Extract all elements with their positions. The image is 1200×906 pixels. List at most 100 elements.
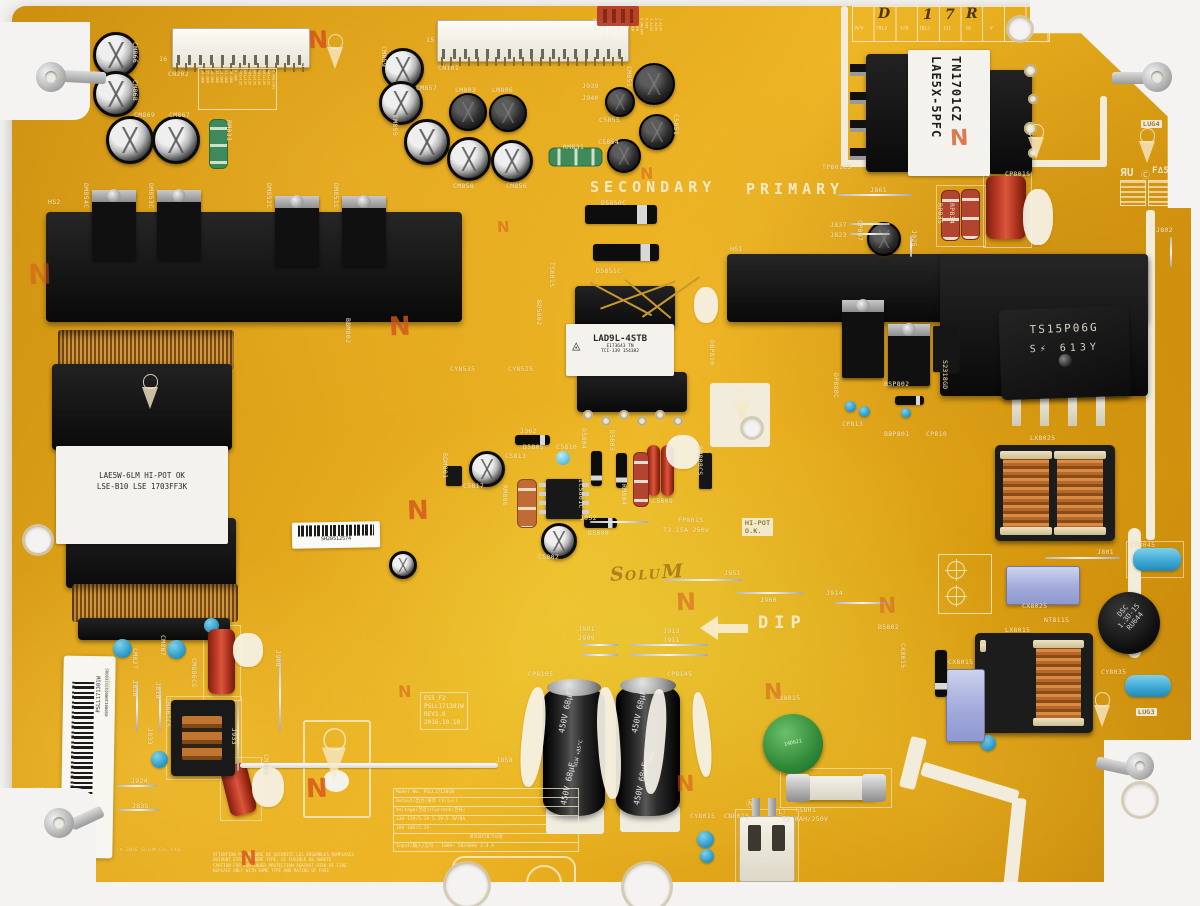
silkscreen-label: LX8015 bbox=[1005, 626, 1031, 634]
connector-pins bbox=[177, 55, 305, 65]
component bbox=[136, 681, 138, 731]
n-ink-stamp: N bbox=[388, 311, 412, 343]
connector-slot bbox=[772, 825, 785, 851]
component bbox=[541, 523, 577, 559]
capacitor-vent bbox=[620, 677, 676, 694]
bridge-part-number: TS15P06G bbox=[1029, 320, 1099, 337]
transformer-label: ◬ LAD9L-4STB E173643 TN TCI-139 154382 bbox=[566, 324, 674, 376]
component bbox=[933, 326, 959, 372]
logo-letters: OLU bbox=[624, 567, 663, 585]
transformer-label-line2: LSE-B10 LSE 1703FF3K bbox=[96, 482, 188, 491]
silkscreen-label: HS1 bbox=[730, 245, 743, 253]
table-row: 세이프티표기사항 bbox=[393, 834, 579, 843]
transformer-base bbox=[78, 618, 230, 640]
component bbox=[780, 768, 892, 808]
silkscreen-label: VX8015 bbox=[775, 694, 801, 702]
silkscreen-label: C5851 bbox=[672, 114, 680, 136]
bridge-leg bbox=[1040, 396, 1049, 426]
transistor bbox=[275, 195, 319, 266]
component bbox=[946, 669, 985, 742]
transistor bbox=[342, 195, 386, 266]
silkscreen-label: C5810 bbox=[556, 443, 578, 451]
caution-line: ATTENTION PAR MESURE DE SECURITE LES ENS… bbox=[213, 852, 355, 857]
component bbox=[1126, 541, 1184, 578]
component bbox=[1009, 18, 1031, 40]
screw-icon bbox=[357, 195, 371, 208]
component bbox=[605, 87, 635, 117]
component bbox=[941, 190, 960, 241]
silkscreen-label: J362 bbox=[520, 427, 537, 435]
varistor-code: 14D621 bbox=[783, 738, 803, 748]
silkscreen-label: Ⓒ bbox=[1141, 171, 1151, 181]
fuse bbox=[786, 774, 886, 802]
lug-tail bbox=[1112, 72, 1148, 84]
silkscreen-label: J960 bbox=[760, 596, 777, 604]
component bbox=[1133, 548, 1181, 571]
silkscreen-label: TS801S bbox=[548, 262, 556, 288]
silkscreen-label: J940 bbox=[582, 94, 599, 102]
silkscreen-label: CP810 bbox=[926, 430, 948, 438]
arrow-shaft bbox=[716, 624, 748, 633]
copper-coil bbox=[1054, 451, 1106, 535]
component bbox=[279, 657, 281, 731]
silkscreen-label: CK8015 bbox=[899, 643, 907, 669]
cone-symbol-icon bbox=[734, 390, 750, 428]
silkscreen-label: C5809 bbox=[652, 497, 674, 505]
handwritten-mark: 1 bbox=[923, 7, 933, 23]
lug-ring bbox=[1126, 752, 1154, 780]
component bbox=[389, 551, 417, 579]
cone-symbol-icon bbox=[327, 34, 343, 72]
silkscreen-label: CN202 bbox=[168, 70, 190, 78]
silkscreen-label: DM853C bbox=[147, 183, 155, 209]
isolation-path bbox=[1003, 797, 1027, 887]
lug-tail bbox=[69, 805, 105, 831]
primary-label: PRIMARY bbox=[746, 180, 845, 198]
small-transformer bbox=[171, 700, 235, 776]
silkscreen-label: CM807 bbox=[159, 635, 167, 657]
model-rating-table: Model No. PSLL171301W Output/出力/출력 (V/(=… bbox=[393, 788, 579, 852]
board-chassis: E55_F2 bbox=[424, 695, 446, 702]
silkscreen-label: C5813 bbox=[505, 452, 527, 460]
n-ink-stamp: N bbox=[496, 217, 510, 237]
component bbox=[619, 410, 629, 420]
copyright-text: © 2016 SoluM Co. Ltd. bbox=[120, 848, 184, 853]
transformer-winding bbox=[182, 716, 222, 760]
transformer-base bbox=[577, 372, 687, 412]
component bbox=[106, 116, 154, 164]
transformer-pins bbox=[850, 64, 866, 170]
secondary-label: SECONDARY bbox=[590, 178, 717, 196]
cert-triangle-icon: ◬ bbox=[572, 338, 581, 354]
silkscreen-label: RP835 bbox=[936, 203, 944, 225]
silkscreen-label: J925 bbox=[910, 230, 918, 247]
screw-icon bbox=[902, 323, 916, 336]
copper-coil bbox=[1000, 451, 1052, 535]
silkscreen-label: CY8535 bbox=[450, 365, 476, 373]
component bbox=[252, 767, 284, 807]
silkscreen-label: TP801CS bbox=[822, 163, 852, 171]
connector-pins bbox=[442, 49, 624, 59]
silkscreen-label: CP807 bbox=[856, 220, 864, 242]
alignment-target-box bbox=[938, 554, 992, 614]
n-ink-stamp: N bbox=[675, 587, 697, 617]
component bbox=[93, 71, 139, 117]
component bbox=[630, 644, 708, 646]
n-ink-stamp: N bbox=[675, 771, 695, 798]
silkscreen-label: CY8015 bbox=[690, 812, 716, 820]
silkscreen-label: RM804 bbox=[620, 484, 628, 506]
ground-lug bbox=[36, 62, 116, 96]
component bbox=[601, 416, 611, 426]
component bbox=[517, 479, 537, 528]
component bbox=[936, 185, 986, 247]
board-edge-bottom bbox=[0, 882, 1200, 906]
silkscreen-label: HS2 bbox=[48, 198, 61, 206]
silkscreen-label: S2318GD bbox=[941, 360, 949, 390]
cone-triangle bbox=[734, 403, 750, 425]
silkscreen-label: RM806 bbox=[501, 485, 509, 507]
silkscreen-label: J932 bbox=[104, 676, 112, 693]
silkscreen-label: C5802 bbox=[538, 553, 560, 561]
transformer-part-number: LAE5X-5PFC TN1701CZ bbox=[929, 56, 963, 139]
component bbox=[1028, 94, 1038, 104]
silkscreen-label: J858 bbox=[496, 756, 513, 764]
table-row: 13V-13V/5.1A 5.2V-5.3V/8A bbox=[393, 816, 579, 825]
bridge-leg bbox=[1096, 396, 1105, 426]
